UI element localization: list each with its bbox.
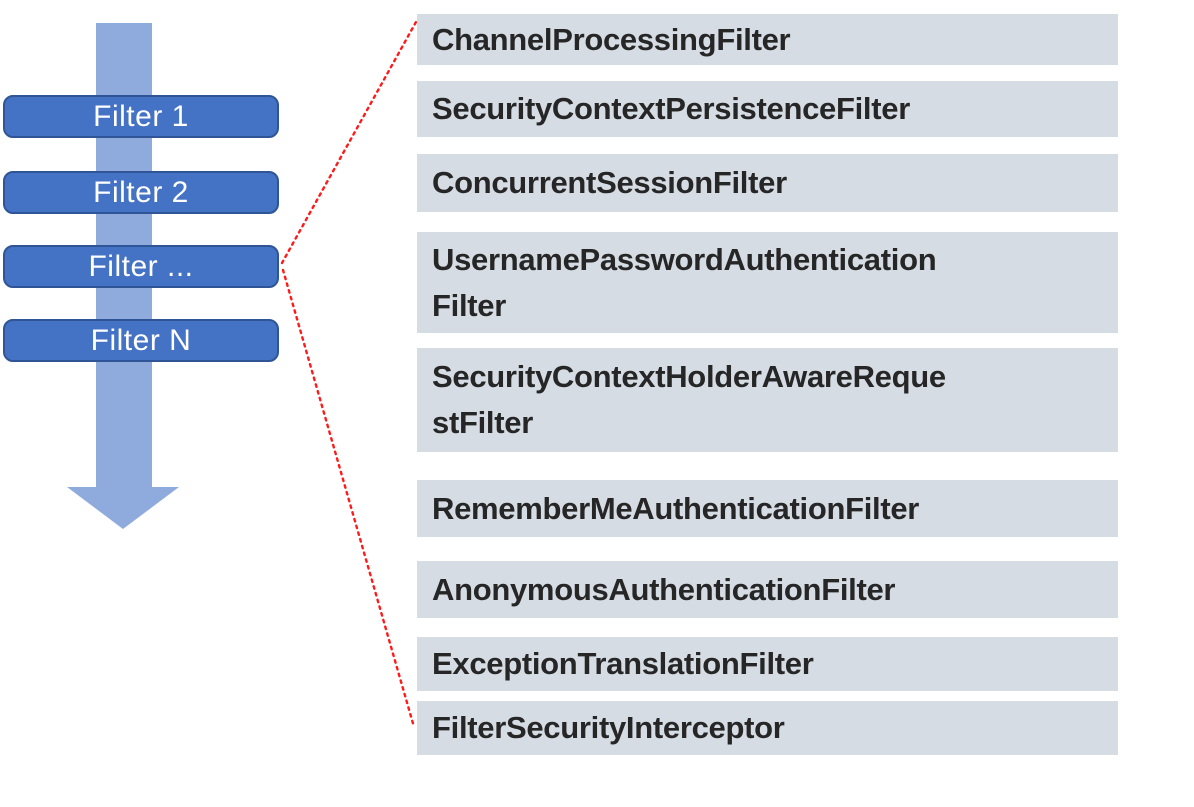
- filter-name-label: SecurityContextPersistenceFilter: [432, 91, 910, 126]
- connector-line-bottom: [281, 268, 416, 729]
- filter-list-item-exception-translation: ExceptionTranslationFilter: [417, 637, 1118, 691]
- chain-button-filter-1: Filter 1: [3, 95, 279, 138]
- chain-button-filter-n: Filter N: [3, 319, 279, 362]
- filter-name-label: FilterSecurityInterceptor: [432, 710, 785, 745]
- filter-name-label: UsernamePasswordAuthentication: [432, 241, 937, 277]
- filter-list-item-anonymous-authentication: AnonymousAuthenticationFilter: [417, 561, 1118, 618]
- filter-list-item-remember-me-authentication: RememberMeAuthenticationFilter: [417, 480, 1118, 537]
- filter-name-label: Filter: [432, 287, 506, 323]
- filter-list-item-username-password-authentication: UsernamePasswordAuthentication Filter: [417, 232, 1118, 333]
- chain-button-filter-etc: Filter ...: [3, 245, 279, 288]
- filter-list-item-filter-security-interceptor: FilterSecurityInterceptor: [417, 701, 1118, 755]
- filter-list-item-concurrent-session: ConcurrentSessionFilter: [417, 154, 1118, 212]
- filter-name-label: ChannelProcessingFilter: [432, 21, 791, 57]
- filter-list-item-security-context-persistence: SecurityContextPersistenceFilter: [417, 81, 1118, 137]
- filter-list-item-channel-processing: ChannelProcessingFilter: [417, 14, 1118, 65]
- filter-name-label: SecurityContextHolderAwareReque: [432, 359, 946, 394]
- filter-list-item-security-context-holder-aware-request: SecurityContextHolderAwareReque stFilter: [417, 348, 1118, 452]
- flow-arrow-down-icon: [67, 487, 179, 529]
- filter-name-label: ExceptionTranslationFilter: [432, 646, 814, 681]
- filter-name-label: stFilter: [432, 405, 533, 440]
- filter-name-label: RememberMeAuthenticationFilter: [432, 490, 920, 526]
- filter-name-label: ConcurrentSessionFilter: [432, 165, 787, 200]
- connector-line-top: [280, 20, 418, 265]
- chain-button-filter-2: Filter 2: [3, 171, 279, 214]
- filter-name-label: AnonymousAuthenticationFilter: [432, 571, 896, 607]
